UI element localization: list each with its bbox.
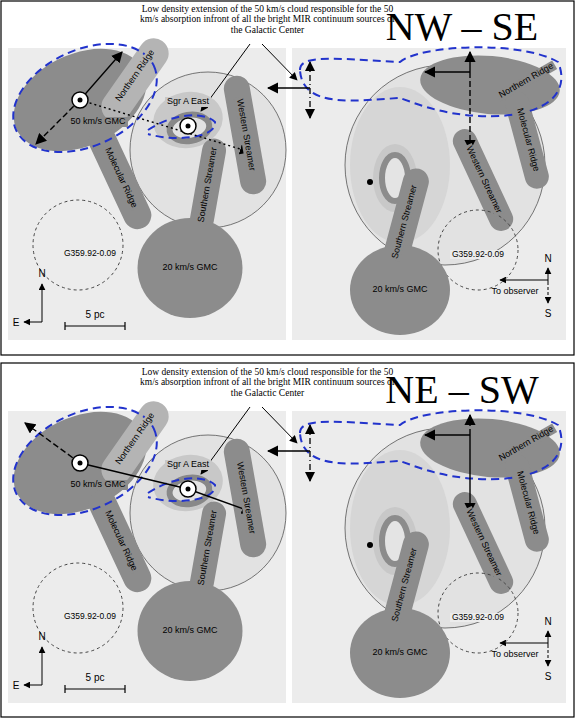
cloud-label: 20 km/s GMC [161,263,220,273]
axis-label: To observer [491,650,538,660]
compass-label: N [544,616,551,627]
cloud-label: 20 km/s GMC [371,648,430,658]
cloud-label: 50 km/s GMC [69,480,128,490]
cloud-shape [30,197,126,293]
note-text: Low density extension of the 50 km/s clo… [140,4,395,35]
compass-label: N [38,268,45,279]
gmc-cloud: 20 km/s GMC [134,575,246,687]
cloud-label: 50 km/s GMC [69,117,128,127]
gmc-cloud: 20 km/s GMC [134,212,246,324]
compass-label: N [38,631,45,642]
compass-label: S [545,308,552,319]
note-text: Low density extension of the 50 km/s clo… [140,367,395,398]
compass-label: E [13,680,20,691]
panel-title: NW – SE [386,5,539,49]
scale-label: 5 pc [86,672,105,683]
cloud-label: Sgr A East [165,97,211,107]
cloud-label: G359.92-0.09 [62,249,118,258]
cloud-label: 20 km/s GMC [161,626,220,636]
snr-circle: G359.92-0.09 [30,197,126,293]
cloud-label: G359.92-0.09 [62,612,118,621]
cloud-label: 20 km/s GMC [371,285,430,295]
scale-label: 5 pc [86,309,105,320]
cloud-shape [30,560,126,656]
snr-circle: G359.92-0.09 [30,560,126,656]
compass-label: S [545,671,552,682]
cloud-label: G359.92-0.09 [450,250,506,259]
compass-label: E [13,317,20,328]
compass-label: N [544,253,551,264]
cloud-label: G359.92-0.09 [450,613,506,622]
axis-label: To observer [491,287,538,297]
cloud-label: Sgr A East [165,460,211,470]
panel-title: NE – SW [385,368,538,412]
